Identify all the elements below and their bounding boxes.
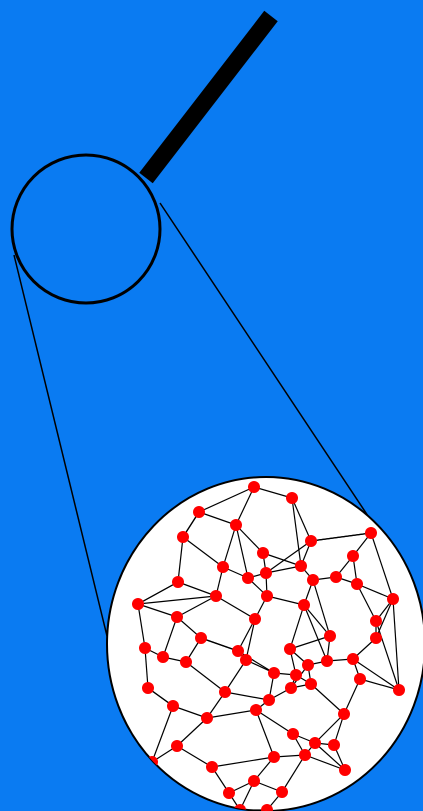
network-node [351, 578, 363, 590]
network-node [370, 632, 382, 644]
network-node [210, 590, 222, 602]
network-node [242, 572, 254, 584]
network-node [132, 598, 144, 610]
network-node [387, 593, 399, 605]
network-node [230, 519, 242, 531]
network-node [307, 574, 319, 586]
network-node [232, 645, 244, 657]
network-node [347, 550, 359, 562]
network-node [284, 643, 296, 655]
network-node [321, 655, 333, 667]
network-node [167, 700, 179, 712]
network-node [268, 751, 280, 763]
network-node [305, 678, 317, 690]
network-node [287, 728, 299, 740]
network-node [139, 642, 151, 654]
network-node [354, 673, 366, 685]
network-node [217, 561, 229, 573]
network-node [370, 615, 382, 627]
network-node [290, 669, 302, 681]
network-node [177, 531, 189, 543]
network-node [393, 684, 405, 696]
network-node [260, 567, 272, 579]
network-node [328, 739, 340, 751]
zoomed-view [107, 477, 423, 811]
network-node [248, 775, 260, 787]
network-node [305, 535, 317, 547]
network-node [250, 704, 262, 716]
network-node [261, 590, 273, 602]
network-node [180, 656, 192, 668]
network-node [223, 787, 235, 799]
network-node [286, 492, 298, 504]
network-node [276, 786, 288, 798]
network-node [339, 764, 351, 776]
network-node [240, 654, 252, 666]
network-node [171, 611, 183, 623]
network-node [142, 682, 154, 694]
network-node [365, 527, 377, 539]
network-node [324, 630, 336, 642]
network-node [268, 667, 280, 679]
network-node [299, 749, 311, 761]
network-node [257, 547, 269, 559]
network-node [249, 613, 261, 625]
network-node [338, 708, 350, 720]
network-node [248, 481, 260, 493]
network-node [172, 576, 184, 588]
network-node [285, 682, 297, 694]
network-node [298, 599, 310, 611]
network-node [195, 632, 207, 644]
network-node [157, 651, 169, 663]
network-node [193, 506, 205, 518]
network-node [295, 560, 307, 572]
network-node [302, 659, 314, 671]
network-node [309, 737, 321, 749]
network-node [347, 653, 359, 665]
network-node [219, 686, 231, 698]
network-node [171, 740, 183, 752]
network-node [206, 761, 218, 773]
network-node [263, 694, 275, 706]
network-node [330, 571, 342, 583]
network-node [201, 712, 213, 724]
magnifier-lens [12, 155, 160, 303]
